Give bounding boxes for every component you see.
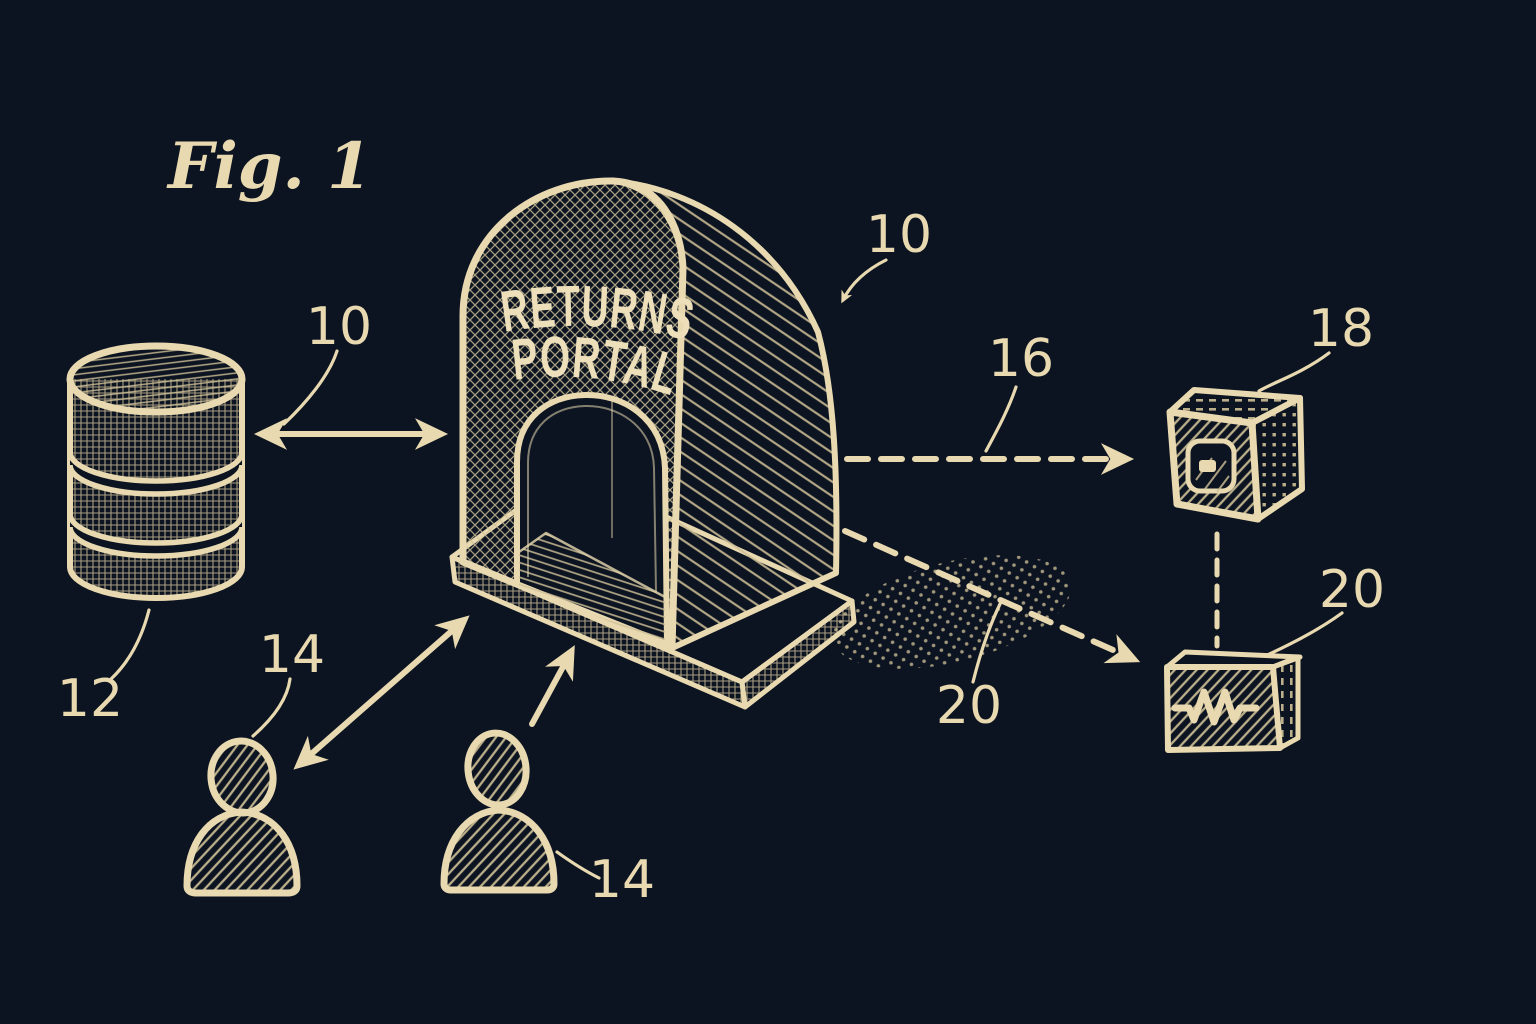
portal-shadow — [833, 555, 1071, 669]
waveform-glyph — [1171, 688, 1260, 726]
ref-label-14-user-left: 14 — [259, 625, 325, 685]
user-left-icon — [183, 737, 301, 897]
monitor-box-icon — [1164, 649, 1303, 753]
ref-label-10-db-arrow: 10 — [306, 297, 372, 357]
portal-monitor-dashed-arrow — [842, 528, 1141, 664]
leader-10-db-arrow — [282, 349, 339, 426]
user-right-portal-arrow — [529, 645, 575, 727]
leader-10-portal — [841, 258, 888, 304]
portal-user-left-double-arrow — [293, 615, 470, 770]
leader-14-left — [251, 677, 292, 738]
connectors — [253, 418, 1220, 770]
ref-label-20-monitor-box: 20 — [1319, 560, 1385, 620]
leader-20-box — [1263, 611, 1344, 658]
leader-20-arrow — [971, 602, 1002, 684]
ref-label-12-database: 12 — [57, 669, 123, 729]
leader-16 — [984, 385, 1018, 453]
returns-portal-icon: RETURNS PORTAL — [459, 177, 840, 652]
leader-18 — [1257, 351, 1331, 393]
ref-label-20-link: 20 — [936, 676, 1002, 736]
leader-lines — [109, 258, 1344, 880]
leader-14-right — [555, 850, 601, 880]
ref-label-14-user-right: 14 — [589, 850, 655, 910]
portal-floor — [519, 533, 665, 644]
package-box-icon — [1166, 387, 1305, 523]
ref-label-10-portal: 10 — [866, 205, 932, 265]
user-right-icon — [440, 729, 558, 894]
portal-doorway — [514, 391, 670, 647]
leader-12 — [109, 608, 151, 681]
figure-title: Fig. 1 — [166, 129, 372, 204]
database-icon — [66, 342, 246, 601]
ref-label-16-link: 16 — [988, 329, 1054, 389]
ref-label-18-package-box: 18 — [1308, 299, 1374, 359]
